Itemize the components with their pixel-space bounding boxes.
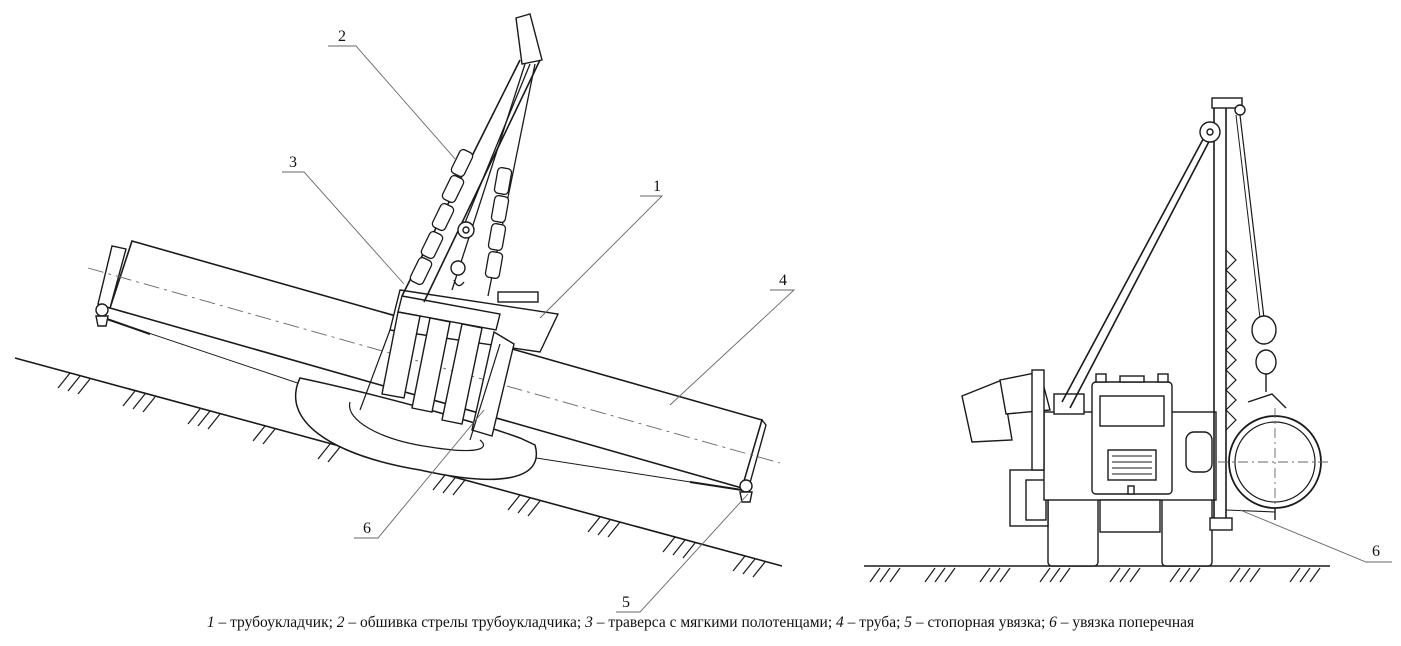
slope-ground-hatching	[57, 372, 766, 578]
label-1: 1	[653, 178, 661, 195]
boom-cladding	[409, 148, 513, 286]
boom	[401, 13, 543, 303]
legend-text-3: – траверса с мягкими полотенцами;	[592, 614, 836, 631]
radiator-grille	[1107, 449, 1157, 481]
label-2: 2	[338, 28, 346, 45]
boom-mast-cladding	[1225, 249, 1237, 431]
anchor-right	[739, 479, 753, 503]
flat-ground-hatching	[869, 567, 1321, 583]
hook-block	[450, 221, 475, 287]
legend-text-2: – обшивка стрелы трубоукладчика;	[344, 614, 586, 631]
anchor-left	[95, 303, 109, 327]
legend-num-3: 3	[585, 614, 593, 631]
legend-num-1: 1	[206, 614, 215, 631]
pipe-cross-section	[1218, 408, 1332, 520]
legend-text-4: – труба;	[843, 614, 905, 631]
label-6-left: 6	[363, 520, 371, 537]
boom-mast	[1209, 97, 1243, 531]
label-4: 4	[779, 272, 787, 289]
legend-num-2: 2	[336, 614, 345, 631]
legend-num-5: 5	[904, 614, 913, 631]
leader-lines	[282, 45, 1392, 613]
legend-num-4: 4	[836, 614, 844, 631]
left-view	[14, 13, 783, 578]
pipe-end-left	[97, 245, 127, 309]
label-3: 3	[289, 154, 297, 171]
right-view	[864, 97, 1332, 583]
traverse-with-towels	[359, 295, 515, 441]
legend-text-6: – увязка поперечная	[1056, 614, 1195, 631]
hook-block-right	[1251, 315, 1277, 345]
figure-legend: 1 – трубоукладчик; 2 – обшивка стрелы тр…	[0, 614, 1401, 632]
label-5: 5	[622, 594, 630, 611]
legend-num-6: 6	[1049, 614, 1057, 631]
transverse-tie-right	[1225, 509, 1276, 513]
label-6-right: 6	[1372, 543, 1380, 560]
legend-text-5: – стопорная увязка;	[912, 614, 1050, 631]
counterweight	[961, 379, 1013, 443]
legend-text-1: – трубоукладчик;	[214, 614, 337, 631]
